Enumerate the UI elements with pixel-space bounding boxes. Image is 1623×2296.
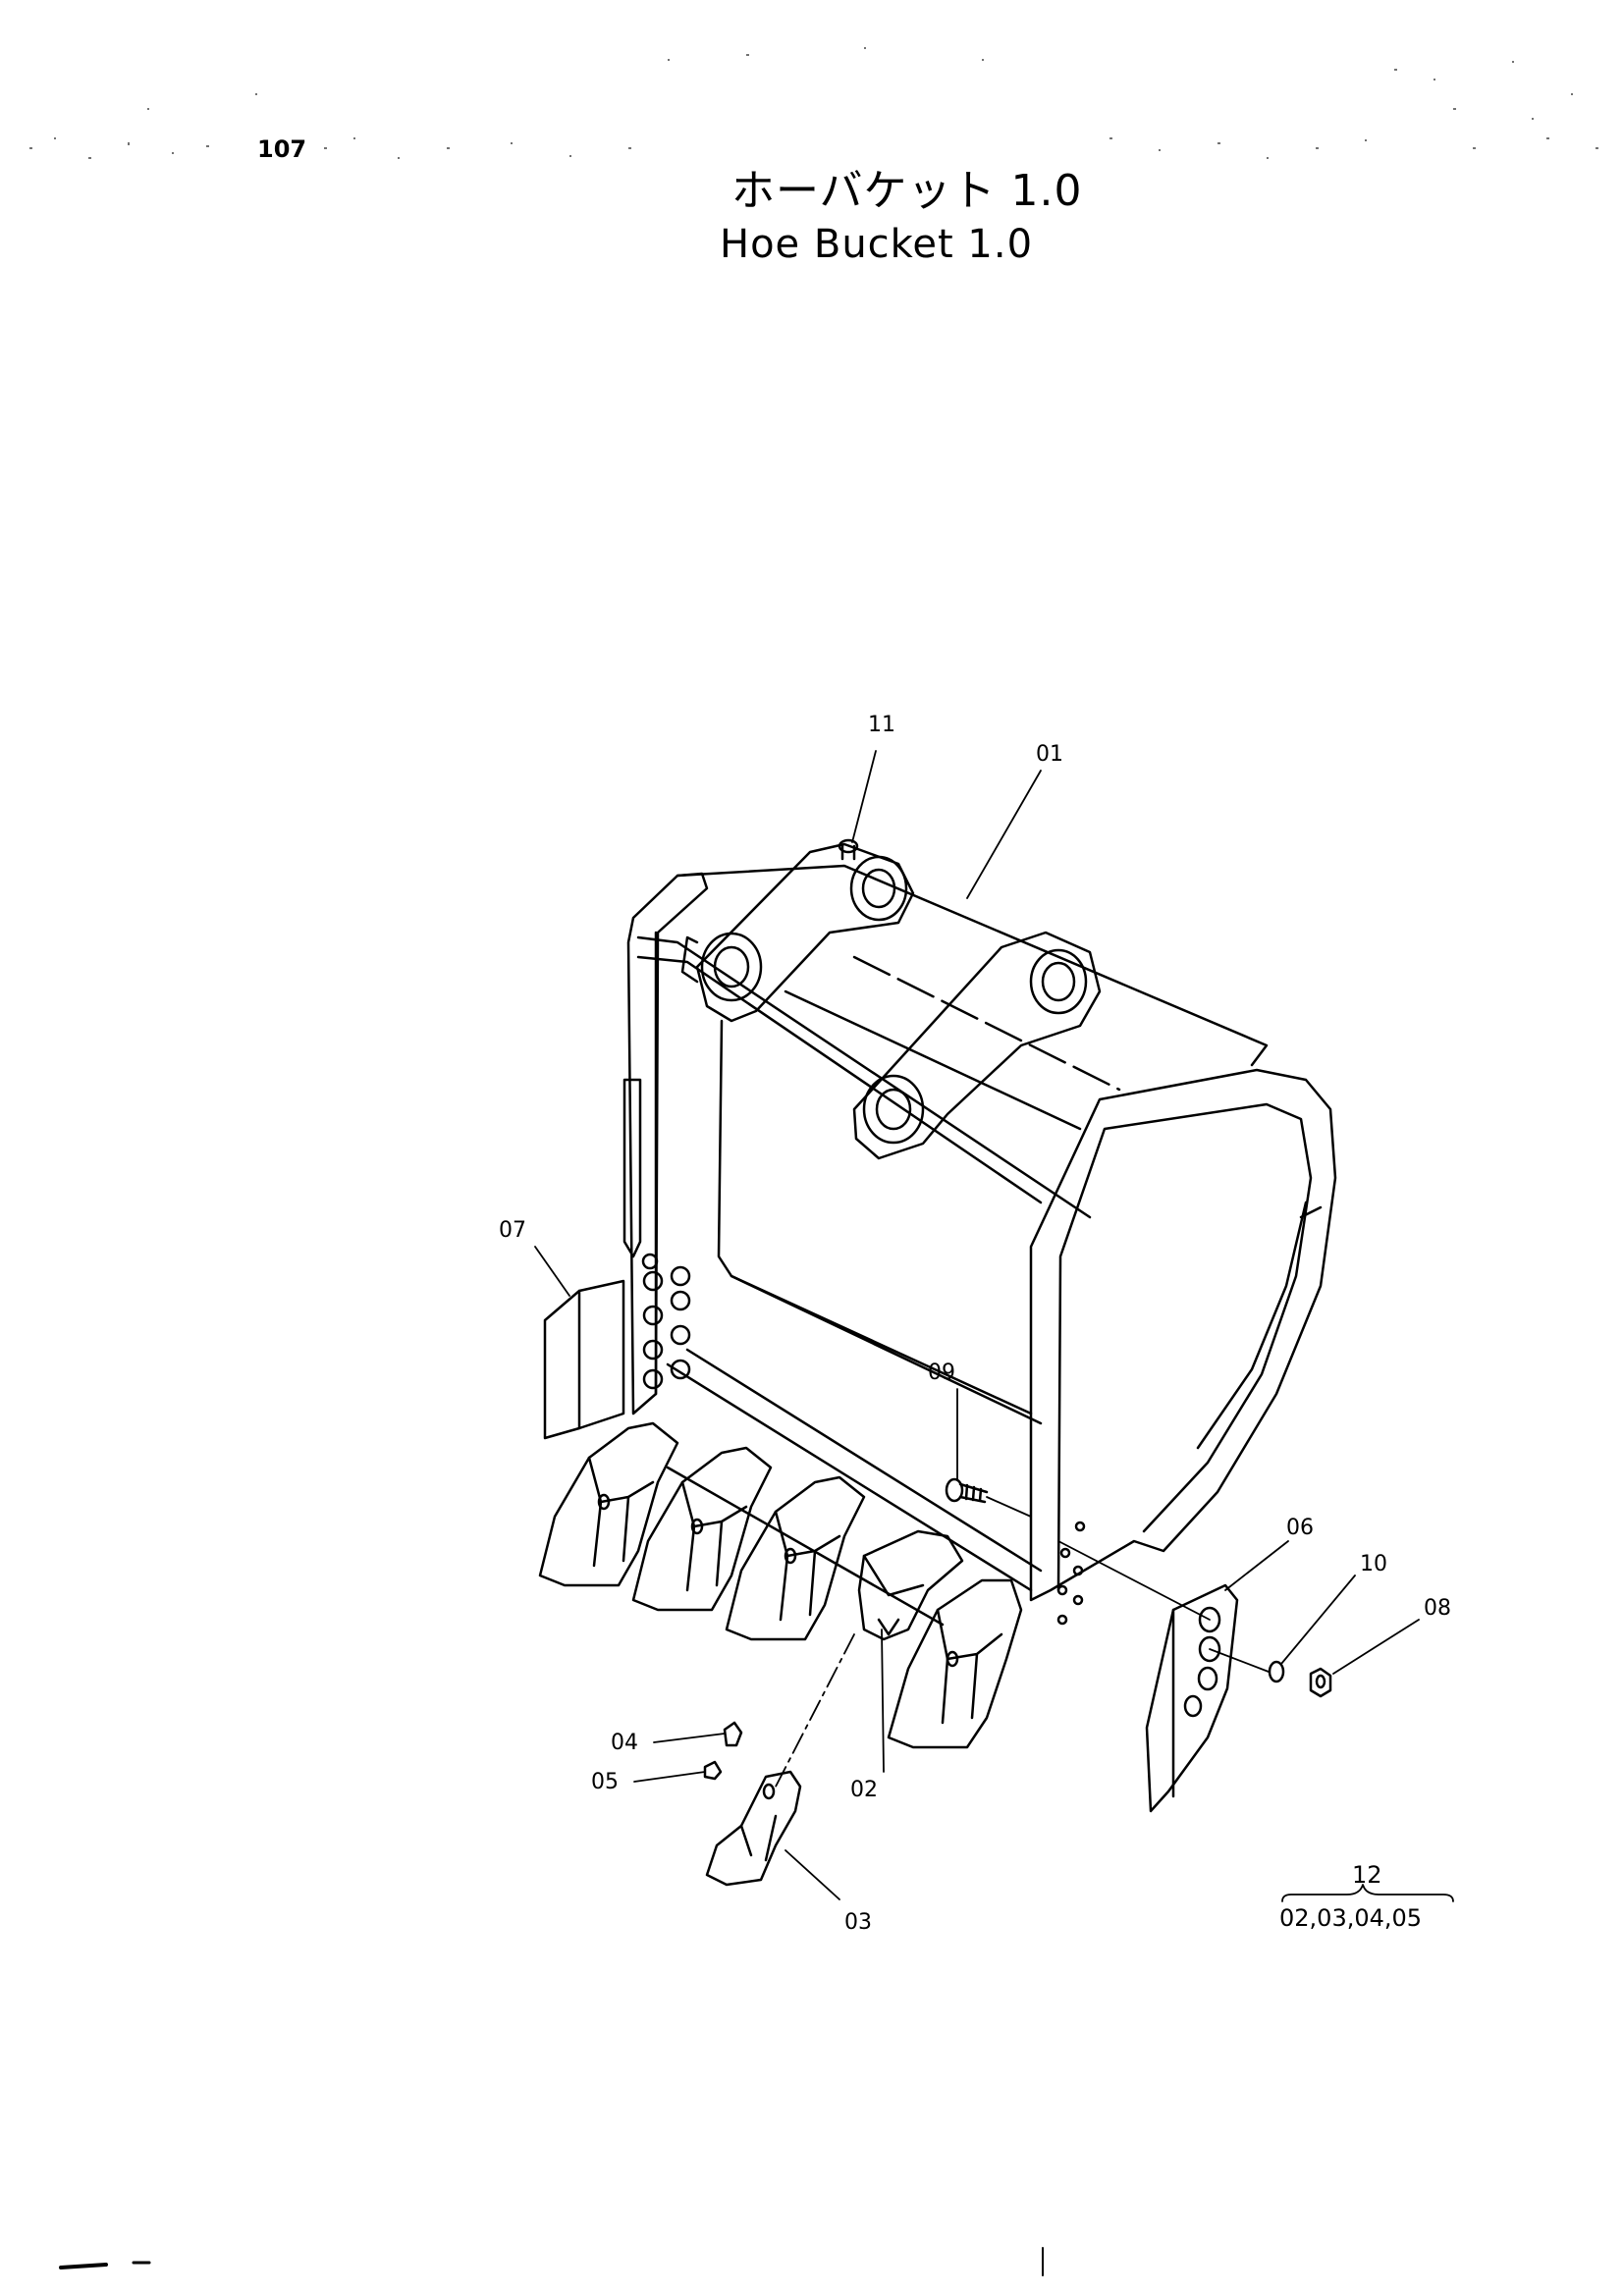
- side-cutter-left: [543, 1253, 691, 1440]
- scan-marks: [59, 2247, 1044, 2276]
- label-part-09: 09: [928, 1361, 955, 1385]
- label-part-01: 01: [1036, 742, 1063, 767]
- grease-fitting: [838, 838, 859, 861]
- side-cutter-bolt: [945, 1477, 989, 1504]
- label-part-03: 03: [844, 1910, 872, 1935]
- page-number: 107: [257, 135, 307, 163]
- label-kit-number: 12: [1352, 1861, 1382, 1889]
- washer: [1268, 1660, 1285, 1683]
- page-title-english: Hoe Bucket 1.0: [720, 222, 1034, 267]
- label-part-02: 02: [850, 1778, 878, 1802]
- label-part-08: 08: [1424, 1596, 1451, 1621]
- bucket-body: [622, 864, 1337, 1602]
- label-part-07: 07: [499, 1218, 526, 1243]
- label-part-10: 10: [1360, 1552, 1387, 1576]
- bucket-teeth-row: [538, 1421, 1023, 1749]
- label-part-04: 04: [611, 1731, 638, 1755]
- label-part-06: 06: [1286, 1516, 1314, 1540]
- assembly-lines: [775, 1496, 1270, 1788]
- side-cutter-right: [1056, 1521, 1239, 1813]
- scan-noise: [29, 47, 1598, 159]
- leader-lines: [534, 750, 1454, 1902]
- page-title-japanese: ホーバケット 1.0: [731, 166, 1083, 216]
- clevis-bracket-left: [680, 842, 915, 1023]
- nut: [1309, 1667, 1332, 1698]
- tooth-point-exploded: [705, 1770, 802, 1887]
- clevis-bracket-right: [852, 931, 1102, 1160]
- label-kit-contents: 02,03,04,05: [1279, 1904, 1422, 1932]
- label-part-05: 05: [591, 1770, 619, 1794]
- callout-labels: 11 01 07 09 06 10 08 04 05 02 03 12 02,0…: [499, 713, 1451, 1935]
- label-part-11: 11: [868, 713, 895, 737]
- tooth-lock: [703, 1760, 723, 1781]
- tooth-pin: [723, 1721, 743, 1747]
